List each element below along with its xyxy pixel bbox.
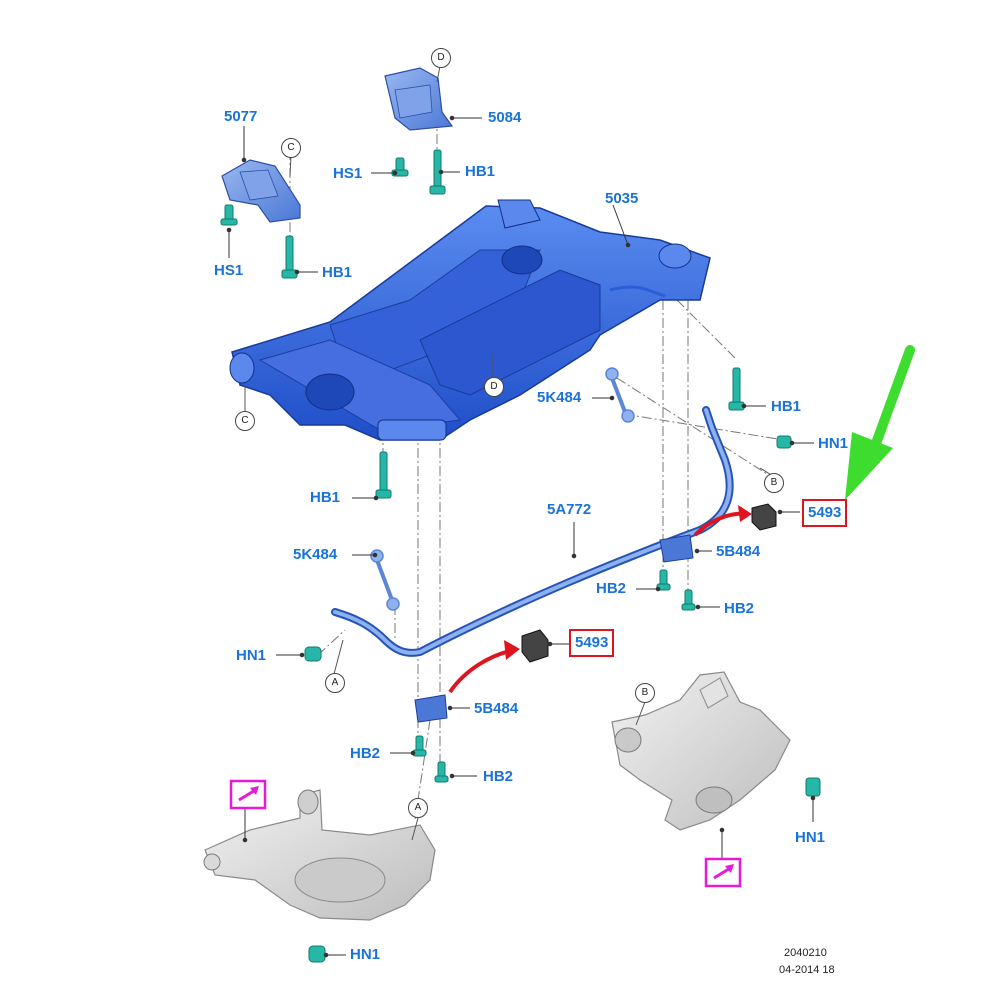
label-hb1-bottom: HB1 — [310, 489, 341, 506]
knuckle-right — [611, 671, 791, 831]
label-5035: 5035 — [605, 190, 639, 207]
label-5493-upper: 5493 — [802, 499, 848, 527]
label-hs1-left: HS1 — [214, 262, 244, 279]
callout-c-top: C — [281, 138, 301, 158]
label-hb2-lower-left: HB2 — [350, 745, 381, 762]
label-5b484-lower: 5B484 — [474, 700, 519, 717]
stabilizer-link-lower — [370, 549, 400, 611]
label-hb2-lower-right: HB2 — [483, 768, 514, 785]
bushing-lower — [521, 629, 549, 663]
label-5k484-upper: 5K484 — [537, 389, 582, 406]
mount-bracket-5084 — [384, 67, 454, 131]
label-leader-lines — [226, 115, 816, 958]
label-5077: 5077 — [224, 108, 258, 125]
label-hn1-knuckle: HN1 — [795, 829, 826, 846]
callout-b-knuckle: B — [635, 683, 655, 703]
callout-d-mid: D — [484, 377, 504, 397]
bushing-upper — [751, 503, 777, 531]
callout-a-knuckle: A — [408, 798, 428, 818]
label-hs1-top: HS1 — [333, 165, 363, 182]
green-arrow — [845, 345, 915, 500]
mount-bracket-5077 — [221, 159, 301, 223]
note-icon-right — [704, 857, 742, 888]
label-hn1-right: HN1 — [818, 435, 849, 452]
callout-leaders — [244, 65, 774, 841]
stabilizer-bar — [331, 406, 734, 657]
stabilizer-bracket-upper — [659, 534, 694, 563]
illustration-date: 04-2014 18 — [779, 964, 835, 976]
label-hb1-left: HB1 — [322, 264, 353, 281]
illustration-code: 2040210 — [784, 947, 827, 959]
label-hb2-upper-left: HB2 — [596, 580, 627, 597]
label-5a772: 5A772 — [547, 501, 592, 518]
stabilizer-link-upper — [605, 367, 635, 423]
label-hb1-top: HB1 — [465, 163, 496, 180]
label-hb1-right: HB1 — [771, 398, 802, 415]
knuckle-left — [203, 789, 436, 921]
callout-c-left: C — [235, 411, 255, 431]
callout-a-left: A — [325, 673, 345, 693]
label-5b484-upper: 5B484 — [716, 543, 761, 560]
label-5493-lower: 5493 — [569, 629, 615, 657]
subframe-part — [229, 199, 711, 441]
label-hn1-left: HN1 — [236, 647, 267, 664]
red-arrow-lower — [448, 640, 520, 694]
label-hb2-upper-right: HB2 — [724, 600, 755, 617]
callout-b-mid: B — [764, 473, 784, 493]
label-hn1-bottom: HN1 — [350, 946, 381, 963]
fastener-bolts — [220, 149, 821, 963]
label-5084: 5084 — [488, 109, 522, 126]
note-icon-left — [229, 779, 267, 810]
red-arrow-upper — [693, 505, 752, 537]
callout-d-top: D — [431, 48, 451, 68]
label-5k484-lower: 5K484 — [293, 546, 338, 563]
stabilizer-bracket-lower — [414, 694, 448, 723]
